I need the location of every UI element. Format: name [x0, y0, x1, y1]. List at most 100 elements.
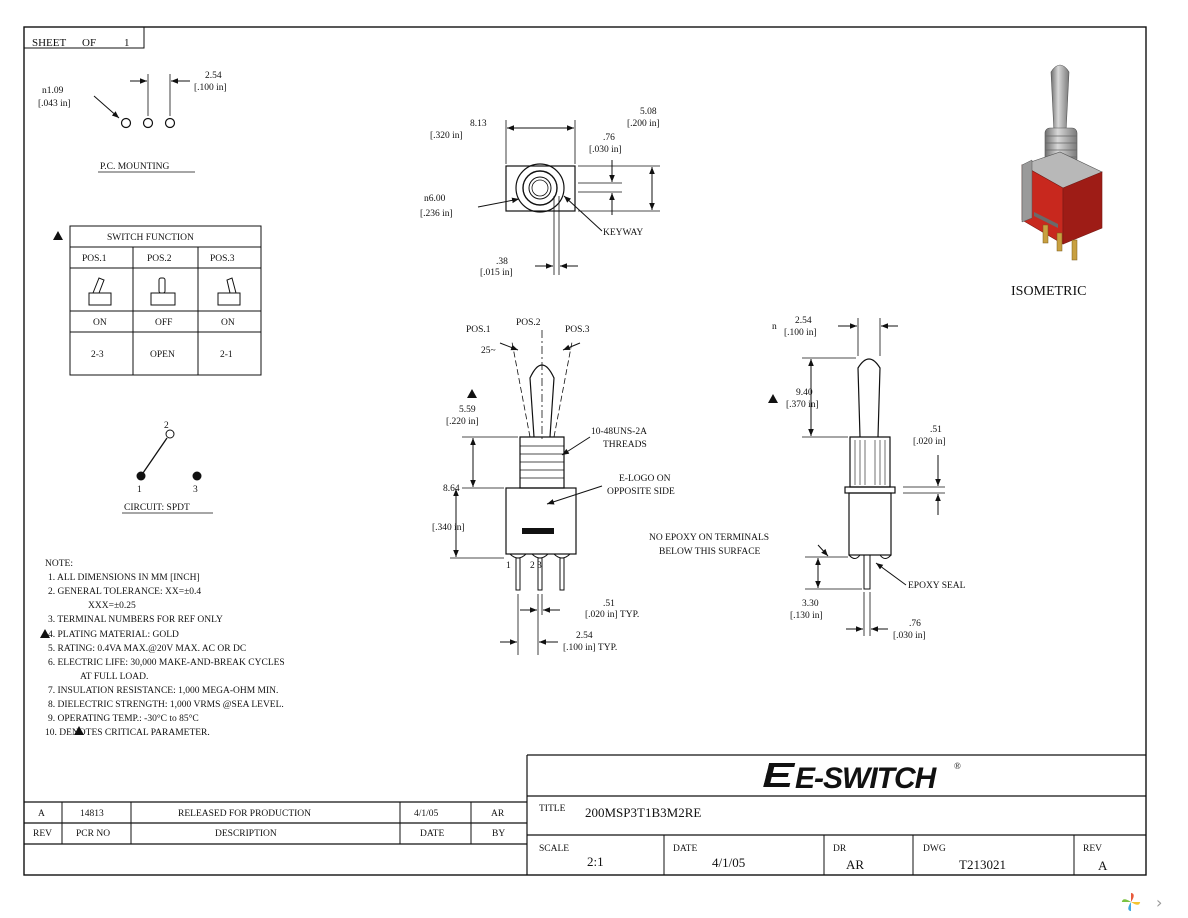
top-width-in: [.320 in] — [430, 131, 463, 141]
keyway-in: [.030 in] — [589, 145, 622, 155]
top-width-mm: 8.13 — [470, 119, 487, 129]
front-pos2: POS.2 — [516, 318, 541, 328]
front-angle: 25~ — [481, 346, 496, 356]
toggle-pos3-icon — [217, 277, 241, 306]
sf-state2: OFF — [155, 318, 172, 328]
sf-pos1: POS.1 — [82, 254, 107, 264]
front-pos1: POS.1 — [466, 325, 491, 335]
side-lever-mm: 9.40 — [796, 388, 813, 398]
threads-line2: THREADS — [603, 440, 647, 450]
front-pitch-mm: 2.54 — [576, 631, 593, 641]
front-view: POS.1 POS.2 POS.3 25~ 1 2 3 5.59 — [432, 318, 675, 655]
sf-term1: 2-3 — [91, 350, 104, 360]
circuit-pin1-label: 1 — [137, 485, 142, 495]
circuit-spdt: 2 1 3 CIRCUIT: SPDT — [122, 421, 213, 514]
top-dia-mm: n6.00 — [424, 194, 446, 204]
logo-line1: E-LOGO ON — [619, 474, 671, 484]
notes-block: NOTE: 1. ALL DIMENSIONS IN MM [INCH] 2. … — [40, 559, 285, 738]
note-1: 1. ALL DIMENSIONS IN MM [INCH] — [48, 573, 200, 583]
side-view: n 2.54 [.100 in] 9.40 [.370 in] .51 [.02… — [649, 316, 966, 641]
epoxy-seal-label: EPOXY SEAL — [908, 581, 966, 591]
side-n-mark: n — [772, 322, 777, 332]
sf-term3: 2-1 — [220, 350, 233, 360]
switch-function-title: SWITCH FUNCTION — [107, 233, 194, 243]
pc-hole-3 — [164, 117, 176, 129]
threads-line1: 10-48UNS-2A — [591, 427, 647, 437]
revision-table: A 14813 RELEASED FOR PRODUCTION 4/1/05 A… — [24, 801, 527, 845]
rev-row-date: 4/1/05 — [414, 809, 439, 819]
switch-function-table: SWITCH FUNCTION POS.1 POS.2 POS.3 ON OFF… — [53, 225, 262, 376]
front-pitch-in: [.100 in] TYP. — [563, 643, 617, 653]
sheet-box: SHEET OF 1 — [24, 27, 145, 49]
title-label: TITLE — [539, 804, 566, 814]
dr-value: AR — [846, 857, 864, 872]
keyway-label: KEYWAY — [603, 228, 643, 238]
brand-name: E-SWITCH — [795, 762, 938, 795]
side-t-in: [.020 in] — [913, 437, 946, 447]
sf-pos3: POS.3 — [210, 254, 235, 264]
circuit-title: CIRCUIT: SPDT — [124, 503, 190, 513]
pc-pitch-mm: 2.54 — [205, 71, 222, 81]
sf-term2: OPEN — [150, 350, 175, 360]
rev-row-desc: RELEASED FOR PRODUCTION — [178, 809, 311, 819]
pc-pitch-in: [.100 in] — [194, 83, 227, 93]
circuit-pin2-label: 2 — [164, 421, 169, 431]
rev-row-by: AR — [491, 809, 505, 819]
pc-mounting-title: P.C. MOUNTING — [100, 162, 170, 172]
note-10: 10. DENOTES CRITICAL PARAMETER. — [45, 728, 210, 738]
viewer-nav: › — [1120, 890, 1180, 914]
top-dia-in: [.236 in] — [420, 209, 453, 219]
side-pin-t-mm: .76 — [909, 619, 921, 629]
title-block: E-SWITCH ® TITLE 200MSP3T1B3M2RE SCALE 2… — [526, 754, 1146, 875]
pinwheel-logo-icon — [1121, 892, 1141, 912]
front-pin2-label: 2 — [530, 561, 535, 571]
side-t-mm: .51 — [930, 425, 942, 435]
notes-title: NOTE: — [45, 559, 73, 569]
sf-pos2: POS.2 — [147, 254, 172, 264]
scale-label: SCALE — [539, 844, 569, 854]
pin-w-mm: .51 — [603, 599, 615, 609]
dwg-label: DWG — [923, 844, 946, 854]
pc-hole-1 — [120, 117, 132, 129]
date-label: DATE — [673, 844, 697, 854]
side-top-mm: 2.54 — [795, 316, 812, 326]
offset-mm: .38 — [496, 257, 508, 267]
title-value: 200MSP3T1B3M2RE — [585, 805, 701, 820]
dwg-value: T213021 — [959, 857, 1006, 872]
pc-hole-2 — [142, 117, 154, 129]
dr-label: DR — [833, 844, 847, 854]
critical-triangle-icon — [53, 231, 63, 240]
note-5: 5. RATING: 0.4VA MAX.@20V MAX. AC OR DC — [48, 644, 246, 654]
critical-triangle-icon — [40, 629, 50, 638]
note-3: 3. TERMINAL NUMBERS FOR REF ONLY — [48, 615, 223, 625]
rev-value: A — [1098, 858, 1108, 873]
front-pos3: POS.3 — [565, 325, 590, 335]
critical-triangle-icon — [768, 394, 778, 403]
front-body-mm: 8.64 — [443, 484, 460, 494]
date-value: 4/1/05 — [712, 855, 745, 870]
toggle-pos2-icon — [150, 277, 176, 306]
note-7: 7. INSULATION RESISTANCE: 1,000 MEGA-OHM… — [48, 686, 278, 696]
note-6b: AT FULL LOAD. — [80, 672, 148, 682]
chevron-right-icon[interactable]: › — [1156, 892, 1163, 912]
note-2b: XXX=±0.25 — [88, 601, 136, 611]
top-height-in: [.200 in] — [627, 119, 660, 129]
sheet-label: SHEET — [32, 37, 67, 49]
rev-header-rev: REV — [33, 829, 52, 839]
front-pin3-label: 3 — [537, 561, 542, 571]
side-pin-len-mm: 3.30 — [802, 599, 819, 609]
isometric-view: ISOMETRIC — [1011, 64, 1103, 299]
note-9: 9. OPERATING TEMP.: -30°C to 85°C — [48, 713, 199, 724]
pc-mounting-view: n1.09 [.043 in] 2.54 [.100 in] P.C. MOUN… — [38, 71, 227, 173]
keyway-mm: .76 — [603, 133, 615, 143]
front-lever-in: [.220 in] — [446, 417, 479, 427]
rev-header-date: DATE — [420, 829, 444, 839]
side-lever-in: [.370 in] — [786, 400, 819, 410]
rev-row-pcr: 14813 — [80, 809, 104, 819]
rev-label: REV — [1083, 844, 1102, 854]
sf-state3: ON — [221, 318, 235, 328]
offset-in: [.015 in] — [480, 268, 513, 278]
sheet-border — [23, 26, 1147, 876]
top-view: 8.13 [.320 in] 5.08 [.200 in] .76 [.030 … — [420, 107, 660, 278]
